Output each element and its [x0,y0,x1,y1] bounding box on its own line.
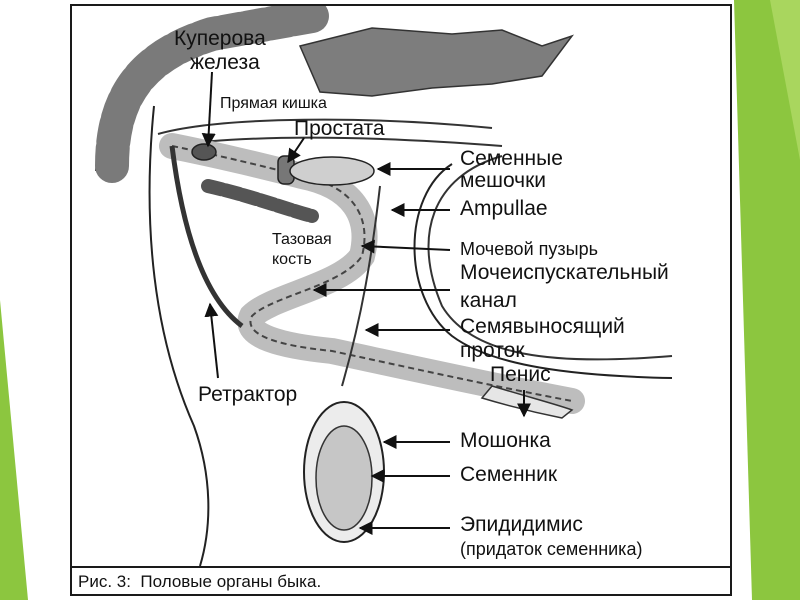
penis-shape [480,385,574,419]
label-urethra-1: Мочеиспускательный [460,261,669,284]
pelvic-line-top [157,118,493,135]
label-ampullae: Ampullae [460,197,548,220]
label-seminal-1: Семенные [460,147,563,170]
caption-divider [72,566,730,568]
rectum-shape [201,179,319,223]
label-seminal-2: мешочки [460,169,547,192]
seminal-vesicles-shape [289,156,375,186]
spine [95,6,329,183]
label-urethra-2: канал [460,289,517,312]
label-vas-1: Семявыносящий [460,315,625,338]
anatomy-drawing [95,6,673,567]
vas-deferens [341,185,381,387]
figure-caption: Рис. 3: Половые органы быка. [78,572,322,591]
label-scrotum: Мошонка [460,429,551,452]
label-testis: Семенник [460,463,558,486]
label-epididymis-1: Эпидидимис [460,513,583,536]
vertebrae-top [298,27,575,97]
arrow-retractor [204,302,219,379]
label-bladder: Мочевой пузырь [460,239,598,259]
label-pelvic-1: Тазовая [272,231,332,248]
label-epididymis-2: (придаток семенника) [460,539,643,559]
label-prostate: Простата [294,117,385,140]
hind-leg-outline [148,105,210,567]
label-penis: Пенис [490,363,551,386]
arrow-bladder [360,239,451,254]
bladder-shape [427,155,673,361]
right-decoration [734,0,800,600]
arrow-cowper [201,71,216,148]
retractor-muscle [169,145,244,328]
arrow-prostate [287,137,305,164]
anatomy-figure: Куперова железа Прямая кишка Простата Се… [70,4,732,596]
left-decoration [0,300,28,600]
testis-shape [315,425,373,531]
abdomen-outline [413,163,673,379]
cowper-gland-shape [191,143,217,161]
label-cowper-1: Куперова [174,27,266,50]
label-rectum: Прямая кишка [220,95,327,112]
label-retractor: Ретрактор [198,383,298,406]
label-pelvic-2: кость [272,251,312,268]
label-cowper-2: железа [190,51,260,74]
label-vas-2: проток [460,339,525,362]
